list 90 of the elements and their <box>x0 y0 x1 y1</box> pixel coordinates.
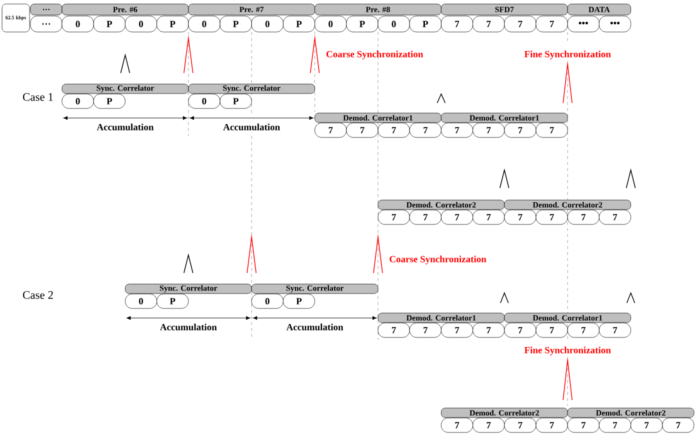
symbol-cell: 0 <box>188 16 220 32</box>
symbol-cell: 7 <box>441 210 473 225</box>
symbol-cell: 7 <box>536 122 568 138</box>
symbol-cell: P <box>220 16 252 32</box>
sync-label: Fine Synchronization <box>524 346 611 356</box>
field-header-bar: Demod. Correlator2 <box>504 200 631 210</box>
symbol-cell: 7 <box>409 322 442 338</box>
symbol-cell: 7 <box>536 16 568 32</box>
symbol-cell: 7 <box>441 418 473 433</box>
symbol-cell: 7 <box>662 418 694 433</box>
symbol-cell: P <box>283 16 315 32</box>
symbol-cell: 7 <box>599 418 631 433</box>
field-header-bar: Demod. Correlator1 <box>378 312 505 323</box>
symbol-cell: ••• <box>599 16 631 32</box>
symbol-cell: 7 <box>441 322 473 338</box>
symbol-cell: 7 <box>378 122 410 138</box>
symbol-cell: P <box>409 16 442 32</box>
field-header-bar: Demod. Correlator2 <box>441 408 568 418</box>
symbol-cell: 0 <box>125 16 157 32</box>
field-header-bar: SFD7 <box>441 4 568 16</box>
field-header-bar: Demod. Correlator2 <box>567 408 694 418</box>
symbol-cell: 0 <box>314 16 347 32</box>
node-label: 7 <box>486 422 491 428</box>
field-header-bar: Pre. #6 <box>62 4 189 16</box>
symbol-cell: P <box>93 16 126 32</box>
symbol-cell: P <box>156 294 189 309</box>
symbol-cell: 7 <box>536 322 568 338</box>
symbol-cell: P <box>346 16 378 32</box>
symbol-cell: 7 <box>441 16 473 32</box>
symbol-cell: P <box>156 16 189 32</box>
symbol-cell: 7 <box>472 16 505 32</box>
symbol-cell: 7 <box>567 418 600 433</box>
field-header-bar: Demod. Correlator1 <box>504 312 631 323</box>
case-label: Case 1 <box>23 93 53 101</box>
field-header-bar: Pre. #8 <box>314 4 442 16</box>
sync-label: Coarse Synchronization <box>390 256 486 264</box>
sync-label: Coarse Synchronization <box>326 50 424 60</box>
symbol-cell: P <box>93 94 126 109</box>
dimension-label: Accumulation <box>160 324 217 330</box>
field-header-bar: … <box>30 4 62 16</box>
field-header-bar: DATA <box>567 4 631 16</box>
symbol-cell: 0 <box>251 16 284 32</box>
symbol-cell: 7 <box>630 418 663 433</box>
symbol-cell: 7 <box>504 122 536 138</box>
field-header-bar: Sync. Correlator <box>188 84 315 94</box>
sync-label: Fine Synchronization <box>524 50 611 60</box>
symbol-cell: 7 <box>567 322 600 338</box>
field-header-bar: Demod. Correlator1 <box>441 112 568 123</box>
symbol-cell: 0 <box>188 94 220 109</box>
dimension-label: Accumulation <box>223 124 280 130</box>
symbol-cell: 7 <box>472 418 505 433</box>
symbol-cell: 7 <box>472 322 505 338</box>
symbol-cell: … <box>30 16 62 32</box>
symbol-cell: 7 <box>504 210 536 225</box>
symbol-cell: 0 <box>251 294 284 309</box>
symbol-cell: 7 <box>536 210 568 225</box>
symbol-cell: 0 <box>62 16 94 32</box>
field-header-bar: Sync. Correlator <box>251 284 378 294</box>
node-label: 7 <box>676 422 680 428</box>
field-header-bar: Demod. Correlator1 <box>314 112 442 123</box>
symbol-cell: 7 <box>599 322 631 338</box>
symbol-cell: 7 <box>599 210 631 225</box>
symbol-cell: ••• <box>567 16 600 32</box>
symbol-cell: 0 <box>378 16 410 32</box>
symbol-cell: 7 <box>504 16 536 32</box>
field-header-bar: Demod. Correlator2 <box>378 200 505 210</box>
symbol-cell: 7 <box>409 210 442 225</box>
symbol-cell: 7 <box>378 322 410 338</box>
symbol-cell: 0 <box>62 94 94 109</box>
symbol-cell: 7 <box>504 418 536 433</box>
symbol-cell: P <box>283 294 315 309</box>
field-header-bar: Sync. Correlator <box>62 84 189 94</box>
symbol-cell: 0 <box>125 294 157 309</box>
symbol-cell: 7 <box>504 322 536 338</box>
symbol-cell: 7 <box>536 418 568 433</box>
field-header-bar: Sync. Correlator <box>125 284 252 294</box>
node-label: 7 <box>644 422 649 428</box>
symbol-cell: 7 <box>472 122 505 138</box>
symbol-cell: 7 <box>441 122 473 138</box>
dimension-label: Accumulation <box>96 124 154 130</box>
symbol-cell: 7 <box>378 210 410 225</box>
symbol-cell: 7 <box>314 122 347 138</box>
symbol-cell: 7 <box>346 122 378 138</box>
dimension-label: Accumulation <box>286 324 344 330</box>
symbol-cell: 7 <box>409 122 442 138</box>
field-header-bar: Pre. #7 <box>188 4 315 16</box>
symbol-cell: P <box>220 94 252 109</box>
symbol-cell: 7 <box>472 210 505 225</box>
symbol-cell: 7 <box>567 210 600 225</box>
case-label: Case 2 <box>23 291 53 299</box>
